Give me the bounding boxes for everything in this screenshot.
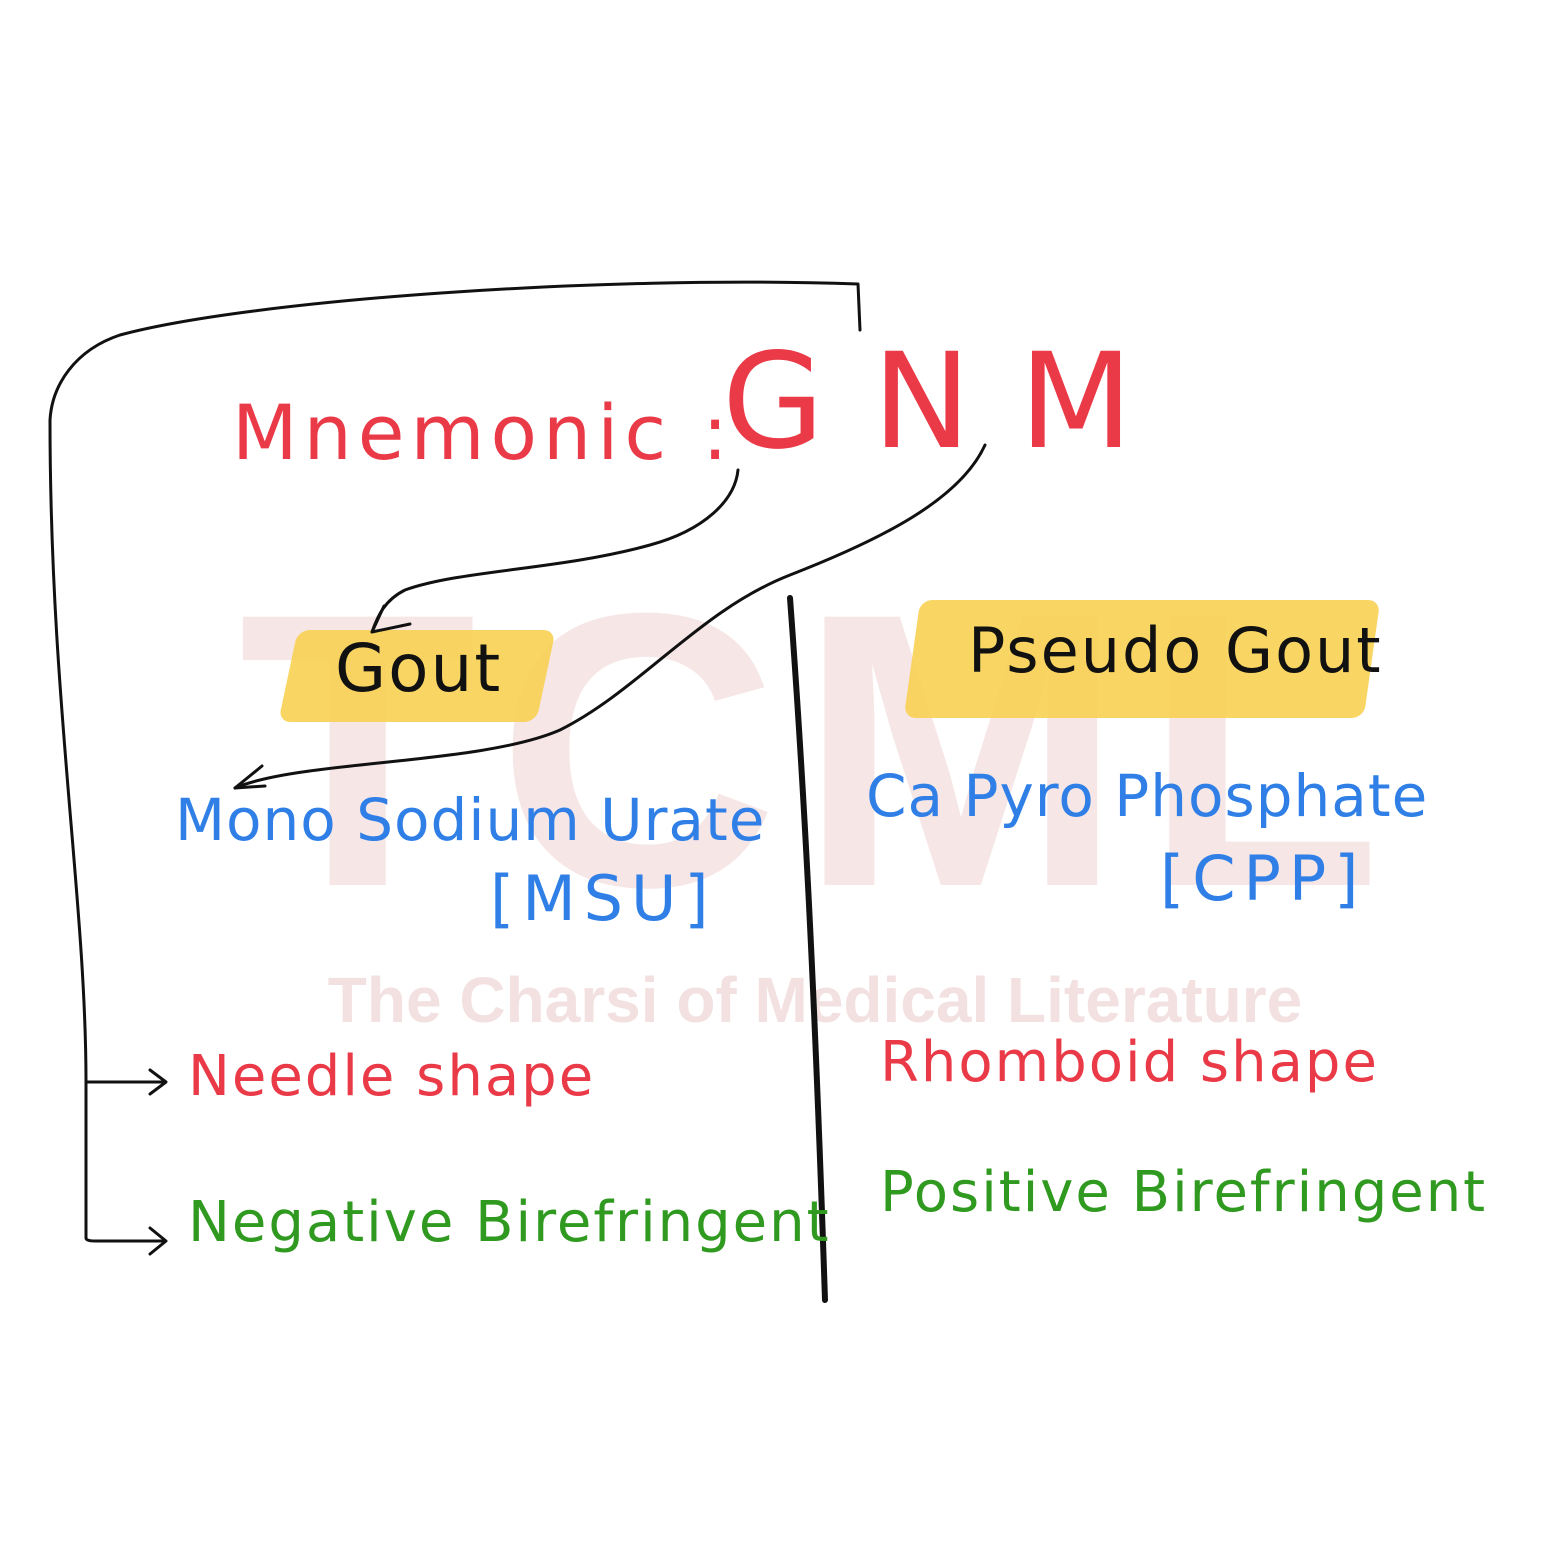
gout-title: Gout	[335, 630, 503, 707]
g-arrow-head	[370, 604, 412, 634]
m-connector-line	[48, 280, 862, 1243]
pseudo-gout-title: Pseudo Gout	[968, 614, 1383, 687]
negative-arrow-head	[148, 1226, 168, 1256]
n-arrow-head	[233, 764, 267, 790]
cpp-crystal-abbr: [CPP]	[1160, 842, 1367, 915]
mnemonic-code: GNM	[722, 325, 1181, 479]
pseudo-gout-birefringence: Positive Birefringent	[880, 1160, 1488, 1225]
g-connector-line	[370, 468, 740, 634]
needle-arrow-head	[148, 1068, 168, 1096]
msu-crystal-abbr: [MSU]	[490, 862, 717, 935]
cpp-crystal-name: Ca Pyro Phosphate	[866, 762, 1429, 830]
pseudo-gout-shape: Rhomboid shape	[880, 1030, 1379, 1095]
msu-crystal-name: Mono Sodium Urate	[175, 786, 766, 854]
n-connector-line	[233, 443, 987, 790]
mnemonic-label: Mnemonic :	[232, 388, 734, 477]
gout-birefringence: Negative Birefringent	[188, 1190, 831, 1255]
column-divider	[787, 595, 828, 1303]
gout-shape: Needle shape	[188, 1044, 596, 1109]
